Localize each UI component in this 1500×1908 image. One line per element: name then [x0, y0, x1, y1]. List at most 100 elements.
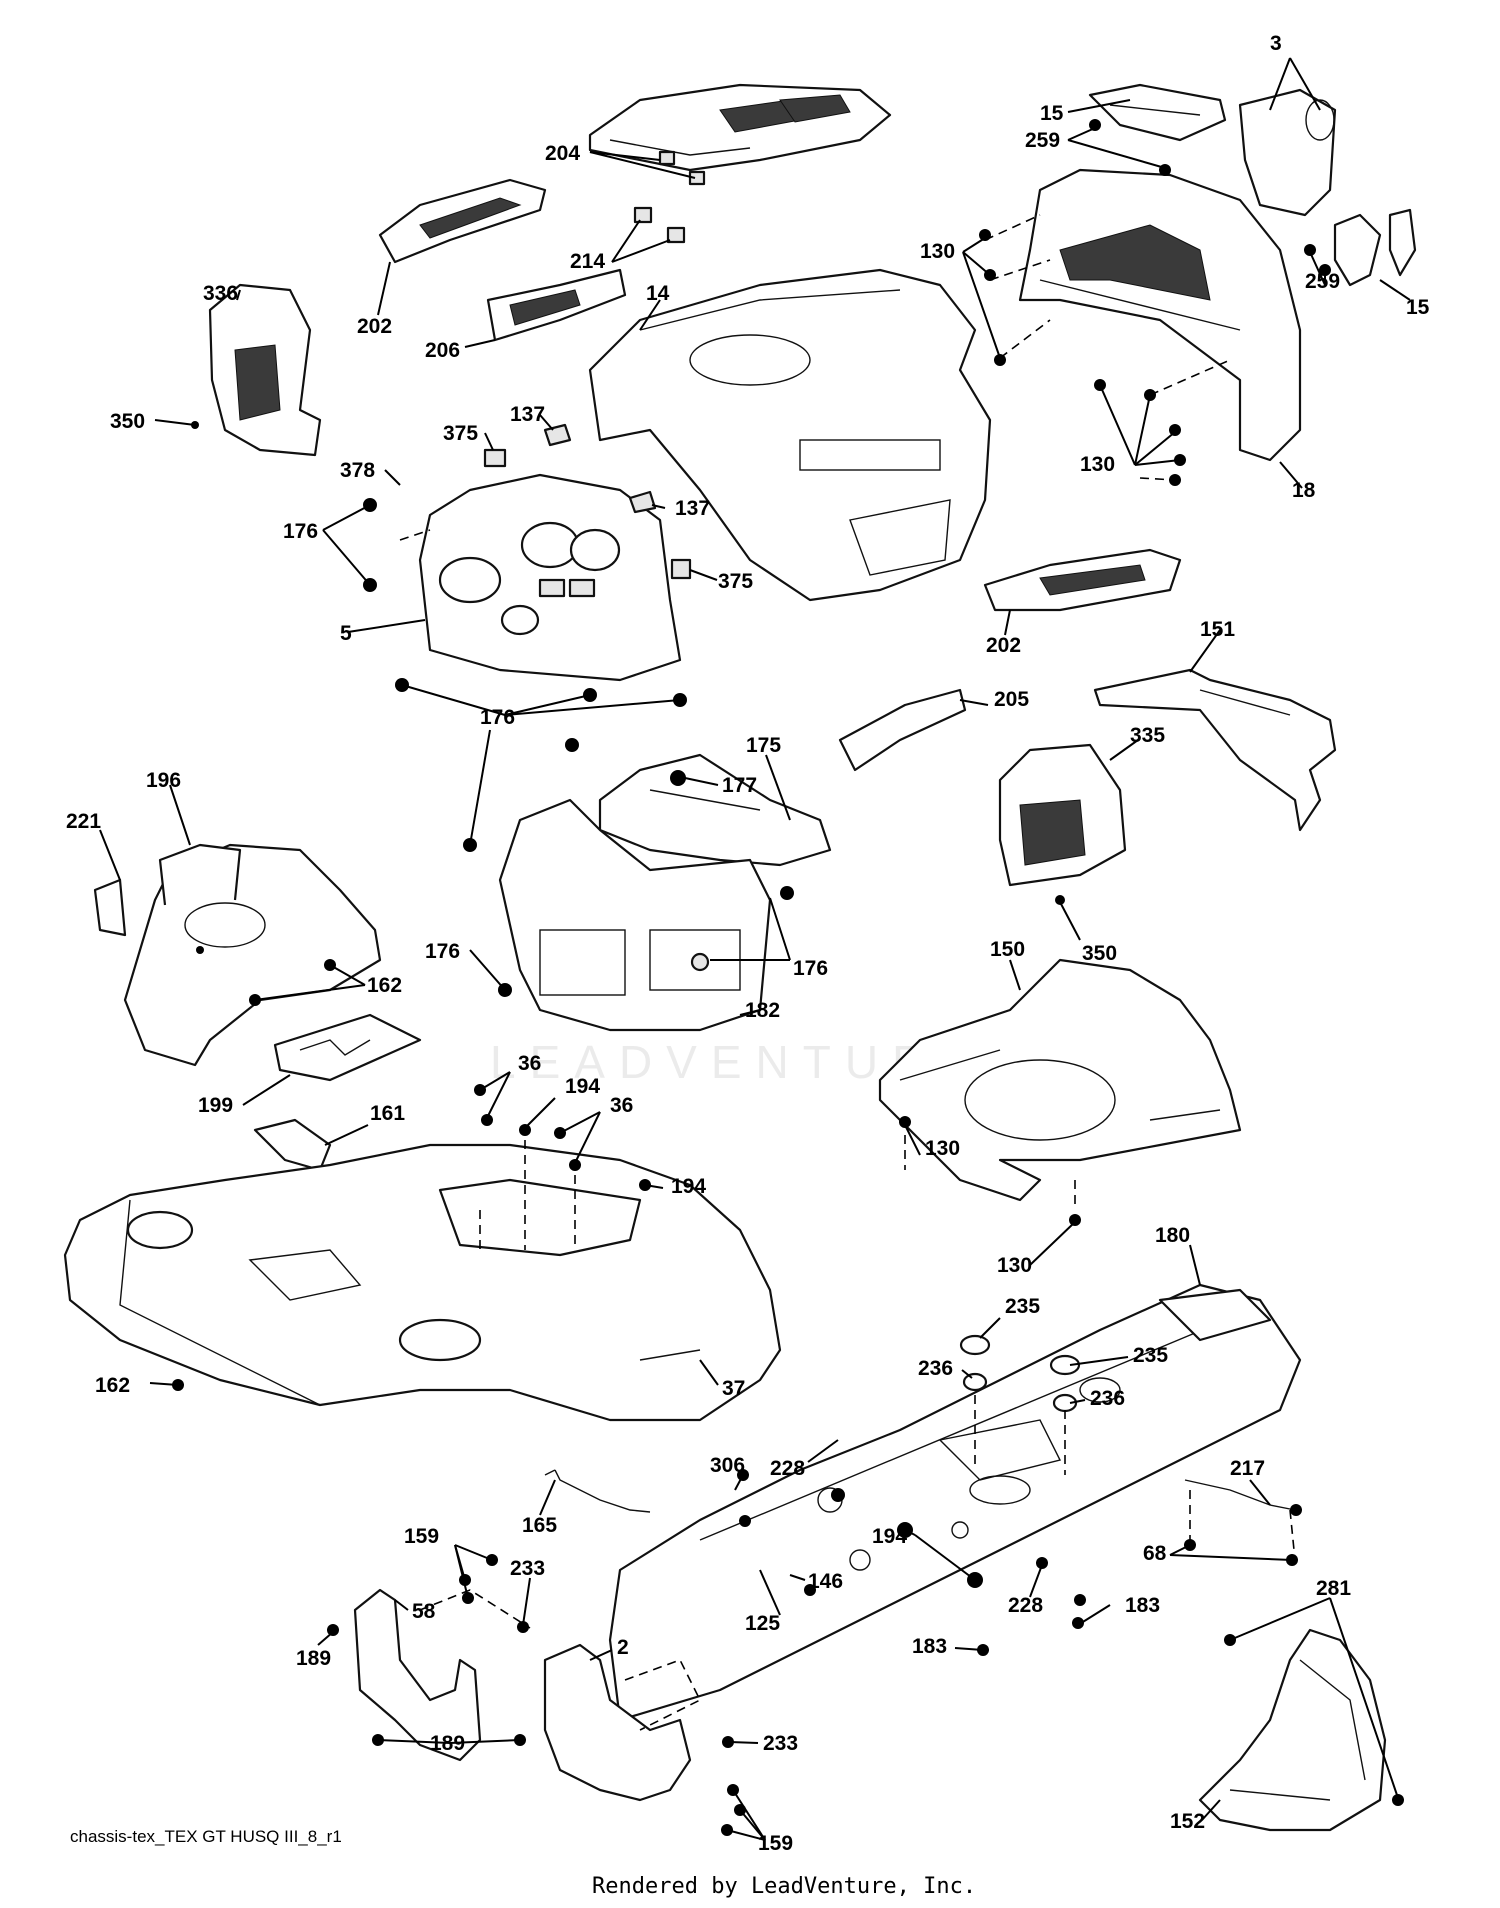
part-trim-205 — [838, 688, 967, 772]
part-upper-bracket — [1088, 83, 1227, 142]
callout-176-lower-right: 176 — [793, 957, 828, 980]
callout-202-front: 202 — [986, 634, 1021, 657]
callout-281: 281 — [1316, 1577, 1351, 1600]
callout-194-lower: 194 — [872, 1525, 907, 1548]
callout-375-mid: 375 — [718, 570, 753, 593]
callout-228-left: 228 — [770, 1457, 805, 1480]
callout-152: 152 — [1170, 1810, 1205, 1833]
part-seat — [1198, 1628, 1387, 1832]
part-left-side-panel — [208, 283, 322, 457]
callout-199: 199 — [198, 1094, 233, 1117]
callout-233-upper: 233 — [510, 1557, 545, 1580]
callout-194-upper: 194 — [565, 1075, 600, 1098]
callout-175: 175 — [746, 734, 781, 757]
callout-2: 2 — [617, 1636, 629, 1659]
part-clips — [633, 206, 686, 244]
part-latch-rod — [1184, 1479, 1296, 1511]
callout-125: 125 — [745, 1612, 780, 1635]
callout-159-upper: 159 — [404, 1525, 439, 1548]
callout-176-middle: 176 — [480, 706, 515, 729]
callout-137-top: 137 — [510, 403, 545, 426]
callout-180: 180 — [1155, 1224, 1190, 1247]
callout-161: 161 — [370, 1102, 405, 1125]
callout-183-right: 183 — [1125, 1594, 1160, 1617]
callout-150: 150 — [990, 938, 1025, 961]
part-front-grille — [983, 548, 1182, 612]
callout-18: 18 — [1292, 479, 1316, 502]
callout-68: 68 — [1143, 1542, 1167, 1565]
part-137-clips — [543, 423, 657, 514]
callout-182: 182 — [745, 999, 780, 1022]
callout-130-right: 130 — [1080, 453, 1115, 476]
callout-130-mid: 130 — [925, 1137, 960, 1160]
callout-233-lower: 233 — [763, 1732, 798, 1755]
part-frame-chassis — [608, 1283, 1302, 1722]
part-rod — [544, 1469, 651, 1513]
callout-214: 214 — [570, 250, 605, 273]
callout-205: 205 — [994, 688, 1029, 711]
callout-228-right: 228 — [1008, 1594, 1043, 1617]
callout-37: 37 — [722, 1377, 745, 1400]
part-floor-pan — [878, 958, 1242, 1202]
callout-5: 5 — [340, 622, 352, 645]
callout-375-top: 375 — [443, 422, 478, 445]
callout-189-lower: 189 — [430, 1732, 465, 1755]
callout-36-upper: 36 — [518, 1052, 541, 1075]
part-right-bracket — [1333, 208, 1417, 287]
part-plugs — [483, 448, 692, 580]
part-bracket-151 — [1093, 668, 1337, 832]
callout-14: 14 — [646, 282, 670, 305]
callout-58: 58 — [412, 1600, 436, 1623]
part-mounts — [959, 1334, 1081, 1413]
callout-350-left: 350 — [110, 410, 145, 433]
callout-378: 378 — [340, 459, 375, 482]
part-upper-right-cover — [1238, 88, 1337, 217]
callout-176-lower-left: 176 — [425, 940, 460, 963]
callout-194-mid: 194 — [671, 1175, 706, 1198]
part-hood-body — [588, 268, 992, 602]
callout-130-top: 130 — [920, 240, 955, 263]
callout-259-top: 259 — [1025, 129, 1060, 152]
callout-196: 196 — [146, 769, 181, 792]
callout-165: 165 — [522, 1514, 557, 1537]
callout-162-upper: 162 — [367, 974, 402, 997]
part-dash-panel — [418, 473, 682, 682]
callout-15-right: 15 — [1406, 296, 1430, 319]
callout-236-upper: 236 — [918, 1357, 953, 1380]
callout-176-upper: 176 — [283, 520, 318, 543]
callout-221: 221 — [66, 810, 101, 833]
callout-130-lower: 130 — [997, 1254, 1032, 1277]
callout-189-left: 189 — [296, 1647, 331, 1670]
part-rear-plate — [273, 1013, 422, 1082]
callout-36-right: 36 — [610, 1094, 633, 1117]
part-right-side-panel — [998, 743, 1127, 887]
callout-146: 146 — [808, 1570, 843, 1593]
callout-350-right: 350 — [1082, 942, 1117, 965]
leader-lines — [99, 57, 1411, 1841]
callout-202-left: 202 — [357, 315, 392, 338]
part-fender-deck — [63, 1143, 782, 1422]
part-left-bracket-58 — [353, 1588, 482, 1762]
callout-335: 335 — [1130, 724, 1165, 747]
callout-151: 151 — [1200, 618, 1235, 641]
part-grille-insert — [486, 268, 627, 342]
callout-206: 206 — [425, 339, 460, 362]
callout-162-lower: 162 — [95, 1374, 130, 1397]
callout-204: 204 — [545, 142, 580, 165]
part-front-nose — [1018, 168, 1302, 462]
callout-217: 217 — [1230, 1457, 1265, 1480]
callout-159-lower: 159 — [758, 1832, 793, 1855]
callout-306: 306 — [710, 1454, 745, 1477]
callout-15-top: 15 — [1040, 102, 1064, 125]
part-bracket-plate — [598, 753, 832, 867]
callout-183-left: 183 — [912, 1635, 947, 1658]
drawing-id: chassis-tex_TEX GT HUSQ III_8_r1 — [70, 1827, 342, 1846]
part-hood-top-grille — [588, 83, 892, 186]
callout-336: 336 — [203, 282, 238, 305]
callout-235-upper: 235 — [1005, 1295, 1040, 1318]
callout-259-right: 259 — [1305, 270, 1340, 293]
callout-236-lower: 236 — [1090, 1387, 1125, 1410]
render-credit: Rendered by LeadVenture, Inc. — [592, 1874, 976, 1899]
